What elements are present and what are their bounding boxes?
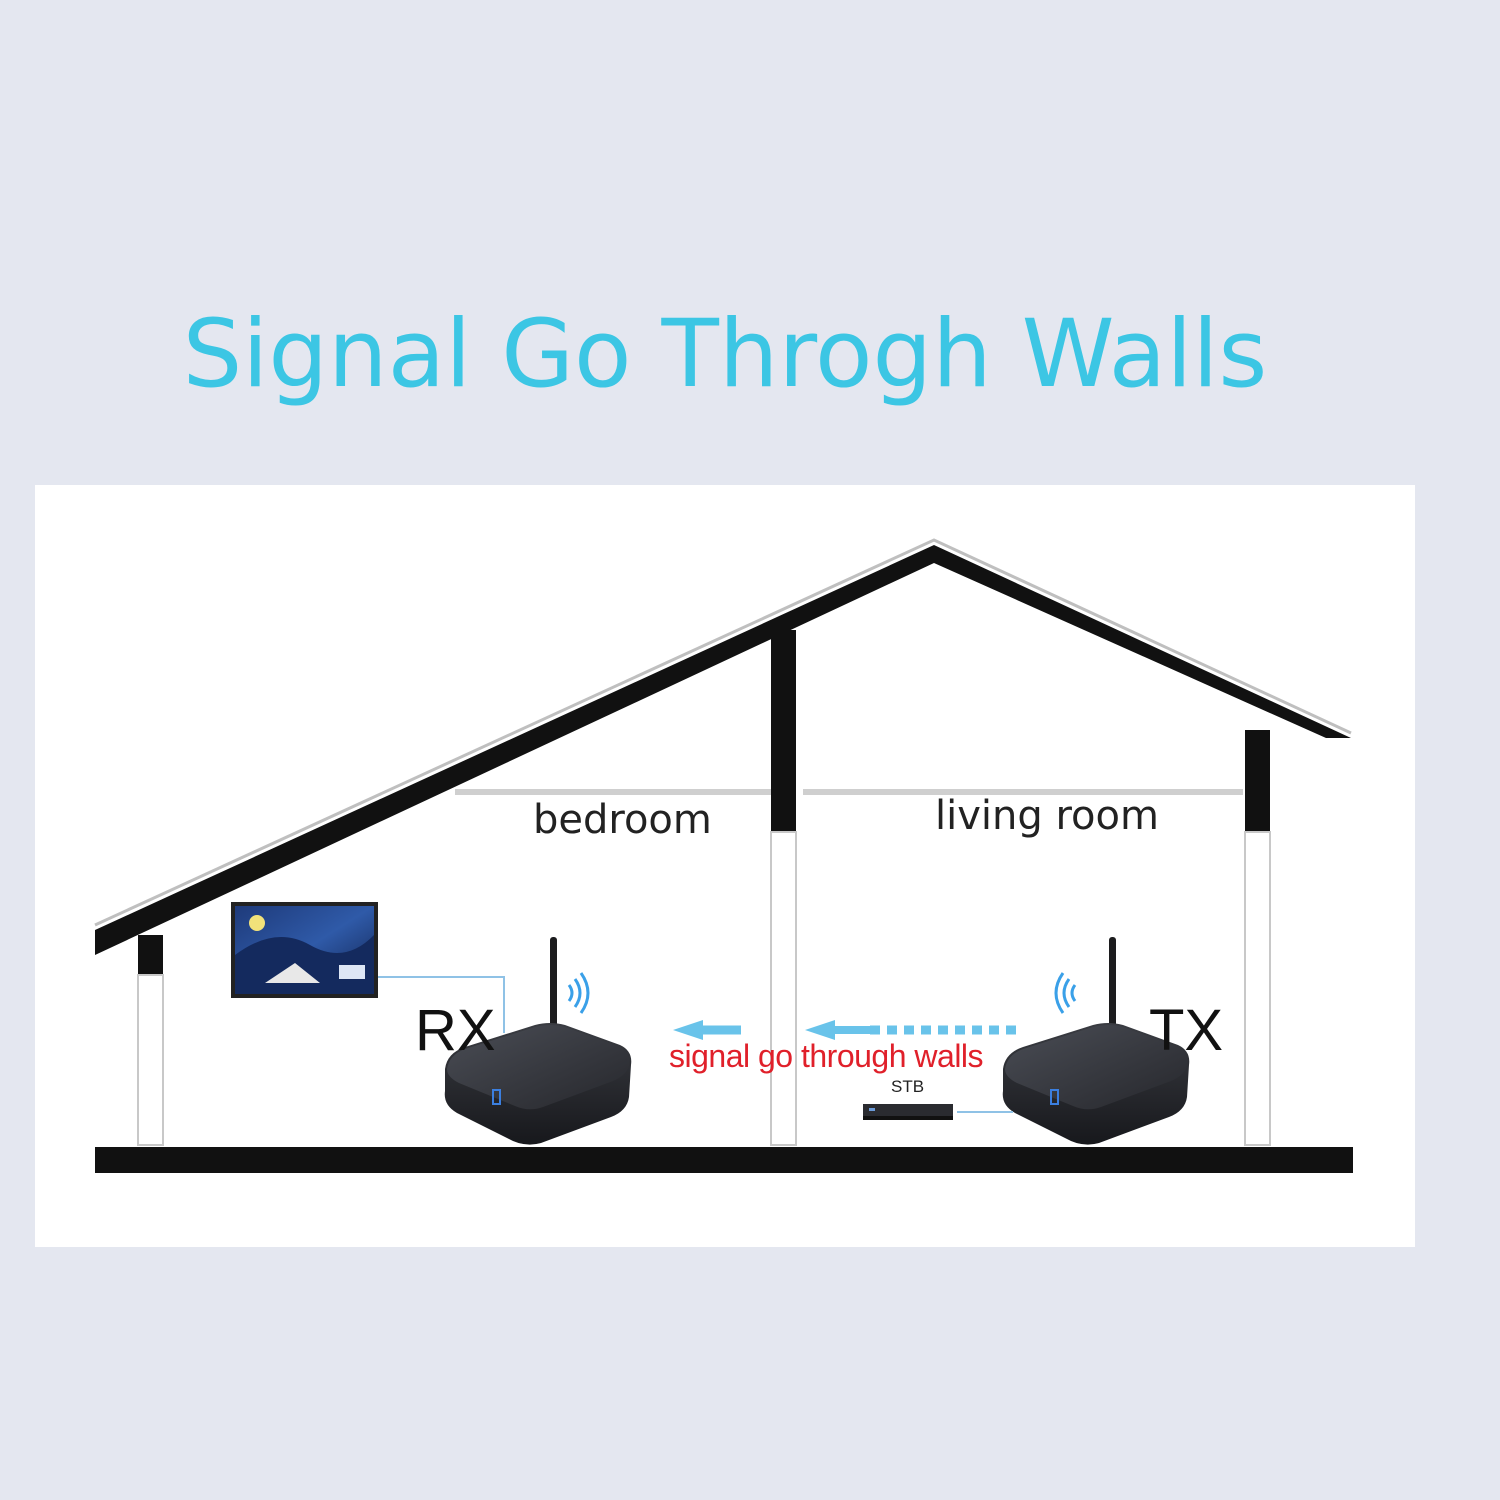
right-wall	[1244, 730, 1271, 1146]
middle-wall	[770, 630, 797, 1146]
signal-arrow	[673, 1020, 1023, 1040]
left-wall	[137, 935, 164, 1146]
floor	[95, 1147, 1353, 1173]
page-title: Signal Go Throgh Walls	[182, 300, 1268, 409]
house-diagram-panel: bedroom living room RX TX signal go thro…	[35, 485, 1415, 1247]
wireless-waves-icon	[567, 972, 590, 1014]
set-top-box-icon	[863, 1104, 953, 1120]
tv-cable	[378, 976, 505, 1033]
rx-label: RX	[415, 998, 496, 1063]
television-icon	[231, 902, 378, 998]
stb-label: STB	[891, 1077, 925, 1096]
transmitter-box-icon	[1002, 937, 1190, 1145]
receiver-box-icon	[444, 937, 632, 1145]
house-diagram	[94, 538, 1353, 1173]
bedroom-label: bedroom	[533, 797, 712, 843]
living-room-label: living room	[935, 793, 1159, 839]
signal-caption: signal go through walls	[669, 1038, 984, 1074]
tx-label: TX	[1149, 998, 1224, 1063]
roof	[94, 538, 1352, 955]
wireless-waves-icon	[1054, 972, 1077, 1014]
